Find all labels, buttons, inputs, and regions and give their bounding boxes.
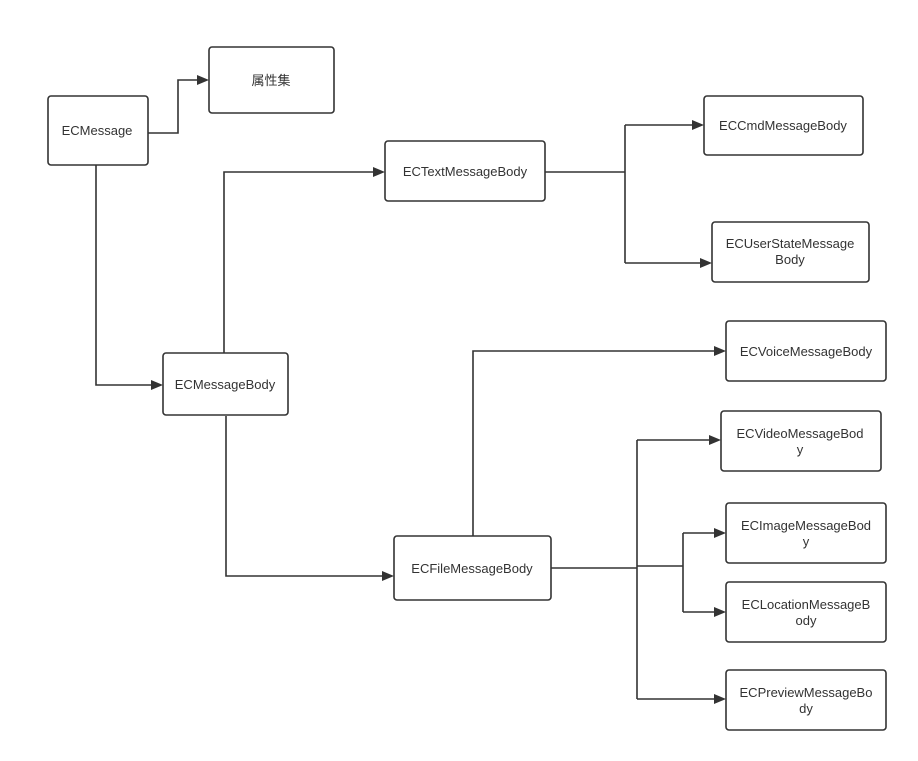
arrowhead-ecuserstatemessagebody [700, 258, 712, 268]
arrowhead-ecimagemessagebody [714, 528, 726, 538]
node-ecuserstatemessagebody-label-line-2: Body [775, 252, 805, 267]
edge-ecfile-to-ecvoice [472, 350, 715, 536]
node-ecvoicemessagebody[interactable]: ECVoiceMessageBody [725, 320, 887, 382]
arrowhead-ecfilemessagebody [382, 571, 394, 581]
node-attr-set-label-line-1: 属性集 [251, 73, 290, 88]
node-ecvideomessagebody-label-line-1: ECVideoMessageBod [737, 426, 864, 441]
node-ecpreviewmessagebody[interactable]: ECPreviewMessageBo dy [725, 669, 887, 731]
arrowhead-ecvideomessagebody [709, 435, 721, 445]
arrowhead-ecmessagebody [151, 380, 163, 390]
node-ecuserstatemessagebody[interactable]: ECUserStateMessage Body [711, 221, 870, 283]
arrowhead-ectextmessagebody [373, 167, 385, 177]
node-eccmdmessagebody-label-line-1: ECCmdMessageBody [719, 118, 847, 133]
arrowhead-ecvoicemessagebody [714, 346, 726, 356]
node-ecmessagebody-label-line-1: ECMessageBody [175, 377, 276, 392]
node-ecvoicemessagebody-label-line-1: ECVoiceMessageBody [740, 344, 873, 359]
edge-ectext-trunk [545, 125, 626, 263]
node-ecvideomessagebody[interactable]: ECVideoMessageBod y [720, 410, 882, 472]
connectors [95, 75, 726, 704]
node-ecimagemessagebody-label-line-1: ECImageMessageBod [741, 518, 871, 533]
arrowhead-ecpreviewmessagebody [714, 694, 726, 704]
edge-ecmessage-to-ecmessagebody [95, 165, 152, 386]
node-ecmessage[interactable]: ECMessage [47, 95, 149, 166]
node-ecimagemessagebody[interactable]: ECImageMessageBod y [725, 502, 887, 564]
edge-ecfile-trunk [551, 440, 684, 699]
node-ecpreviewmessagebody-label-line-2: dy [799, 701, 813, 716]
node-ecfilemessagebody-label-line-1: ECFileMessageBody [411, 561, 533, 576]
edge-ecmessage-to-attr-set [147, 79, 198, 134]
node-ectextmessagebody-label-line-1: ECTextMessageBody [403, 164, 528, 179]
arrowhead-eclocationmessagebody [714, 607, 726, 617]
edge-ecmessagebody-to-ectextmessagebody [223, 171, 374, 353]
node-eclocationmessagebody-label-line-2: ody [796, 613, 817, 628]
edge-ecmessagebody-to-ecfilemessagebody [225, 416, 383, 577]
node-ecvideomessagebody-label-line-2: y [797, 442, 804, 457]
arrowhead-eccmdmessagebody [692, 120, 704, 130]
node-ecmessagebody[interactable]: ECMessageBody [162, 352, 289, 416]
node-attr-set[interactable]: 属性集 [208, 46, 335, 114]
node-eccmdmessagebody[interactable]: ECCmdMessageBody [703, 95, 864, 156]
node-ecmessage-label-line-1: ECMessage [62, 123, 133, 138]
node-ecimagemessagebody-label-line-2: y [803, 534, 810, 549]
node-ecpreviewmessagebody-label-line-1: ECPreviewMessageBo [740, 685, 873, 700]
node-eclocationmessagebody-label-line-1: ECLocationMessageB [742, 597, 871, 612]
node-ectextmessagebody[interactable]: ECTextMessageBody [384, 140, 546, 202]
node-ecfilemessagebody[interactable]: ECFileMessageBody [393, 535, 552, 601]
node-ecuserstatemessagebody-label-line-1: ECUserStateMessage [726, 236, 855, 251]
node-eclocationmessagebody[interactable]: ECLocationMessageB ody [725, 581, 887, 643]
arrowhead-attr-set [197, 75, 209, 85]
